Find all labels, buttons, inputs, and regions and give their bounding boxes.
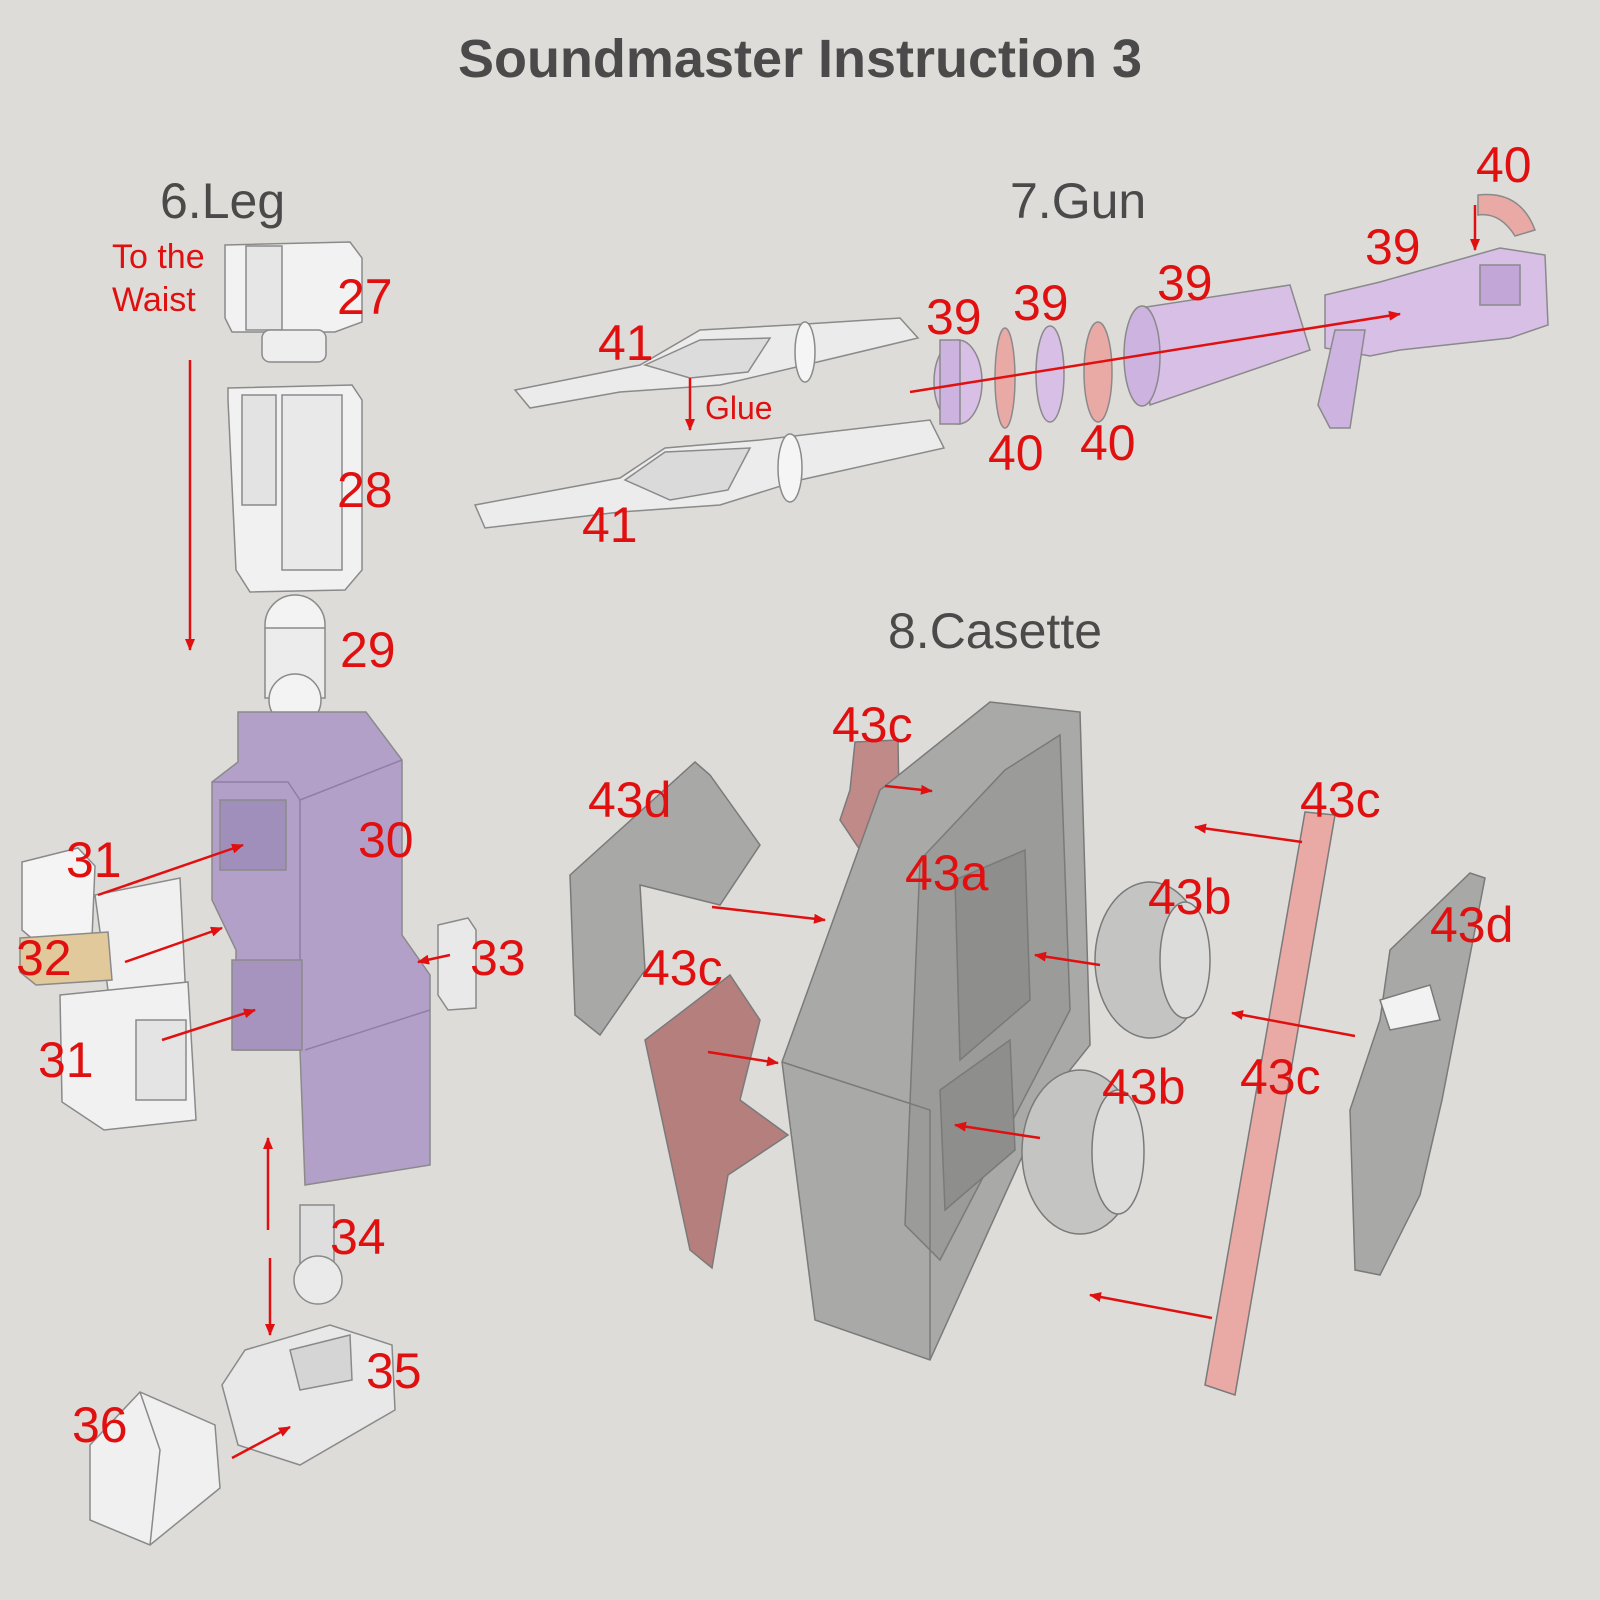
- label-part-36: 36: [72, 1397, 128, 1453]
- section-gun-heading: 7.Gun: [1010, 173, 1147, 229]
- part-43b-upper-shape: [1094, 881, 1211, 1039]
- label-part-40-ring-1: 40: [988, 425, 1044, 481]
- arrow-43c-right-bottom: [1089, 1292, 1213, 1320]
- note-glue: Glue: [705, 390, 773, 426]
- note-waist-line2: Waist: [112, 280, 196, 319]
- label-part-39-barrel: 39: [1157, 255, 1213, 311]
- arrow-43b-lower: [954, 1121, 1041, 1140]
- label-part-41-upper: 41: [598, 315, 654, 371]
- part-28-shape: [227, 384, 363, 593]
- arrow-43d-right: [1231, 1010, 1356, 1038]
- arrow-36: [231, 1425, 291, 1460]
- part-39-ring-2-shape: [1035, 325, 1065, 423]
- part-40-cap-shape: [1477, 193, 1536, 237]
- arrow-33: [417, 953, 451, 965]
- note-to-the-waist: To the Waist: [112, 236, 205, 321]
- part-30-shape: [211, 711, 431, 1186]
- label-part-29: 29: [340, 622, 396, 678]
- arrow-gun-assembly: [909, 310, 1401, 394]
- label-part-27: 27: [337, 269, 393, 325]
- part-33-shape: [437, 917, 477, 1011]
- label-part-30: 30: [358, 812, 414, 868]
- cassette-arrows: [707, 784, 1356, 1320]
- part-32-shape: [19, 931, 113, 986]
- part-41-lower-shape: [473, 419, 946, 529]
- label-part-43c-top: 43c: [832, 697, 913, 753]
- label-part-39-body: 39: [1365, 219, 1421, 275]
- label-part-28: 28: [337, 462, 393, 518]
- note-waist-line1: To the: [112, 238, 205, 276]
- label-part-43c-right-top: 43c: [1300, 772, 1381, 828]
- label-part-39-ring-1: 39: [926, 289, 982, 345]
- part-39-ring-1-shape: [933, 339, 983, 425]
- label-part-40-cap: 40: [1476, 137, 1532, 193]
- label-part-41-lower: 41: [582, 497, 638, 553]
- section-leg-heading: 6.Leg: [160, 173, 286, 229]
- label-part-31-upper: 31: [66, 832, 122, 888]
- part-35-shape: [221, 1324, 396, 1466]
- part-43b-lower-shape: [1021, 1069, 1145, 1235]
- section-cassette-heading: 8.Casette: [888, 603, 1103, 659]
- part-31-lower-shape: [59, 981, 197, 1131]
- part-43c-left-shape: [644, 973, 790, 1270]
- label-part-43c-right-bottom: 43c: [1240, 1049, 1321, 1105]
- arrow-43c-right-top: [1194, 823, 1303, 844]
- part-31-upper-shape: [21, 847, 187, 1006]
- part-41-upper-shape: [513, 317, 920, 409]
- part-36-shape: [89, 1391, 221, 1546]
- part-39-gun-body-shape: [1317, 247, 1549, 429]
- part-43d-left-shape: [569, 760, 761, 1037]
- arrow-43d-left: [711, 905, 826, 924]
- label-part-43d-left: 43d: [588, 772, 672, 828]
- gun-parts: [473, 193, 1549, 529]
- label-part-43b-lower: 43b: [1102, 1059, 1186, 1115]
- label-part-35: 35: [366, 1343, 422, 1399]
- part-34-shape: [293, 1204, 343, 1305]
- arrow-31-upper: [97, 843, 244, 897]
- label-part-39-ring-2: 39: [1013, 275, 1069, 331]
- label-part-40-ring-2: 40: [1080, 415, 1136, 471]
- arrow-43b-upper: [1034, 951, 1101, 967]
- arrow-43c-left: [707, 1050, 779, 1067]
- gun-arrows: [685, 205, 1480, 431]
- leg-arrows: [97, 360, 451, 1460]
- page-title: Soundmaster Instruction 3: [457, 29, 1143, 89]
- part-27-shape: [224, 241, 363, 363]
- cassette-parts: [569, 701, 1486, 1396]
- label-part-34: 34: [330, 1209, 386, 1265]
- label-part-43a: 43a: [905, 845, 989, 901]
- part-43d-right-shape: [1349, 872, 1486, 1276]
- part-43c-strip-shape: [1204, 811, 1336, 1396]
- label-part-43d-right: 43d: [1430, 897, 1514, 953]
- part-39-barrel-shape: [1123, 284, 1311, 407]
- label-part-31-lower: 31: [38, 1032, 94, 1088]
- part-40-ring-2-shape: [1083, 321, 1113, 423]
- label-part-43b-upper: 43b: [1148, 869, 1232, 925]
- part-43d-right-tab: [1379, 984, 1441, 1031]
- label-part-32: 32: [16, 930, 72, 986]
- leg-parts: [19, 241, 477, 1546]
- arrow-32: [124, 926, 223, 964]
- arrow-31-lower: [161, 1008, 256, 1042]
- part-43a-shape: [781, 701, 1091, 1361]
- arrow-43c-top: [884, 784, 933, 795]
- label-part-43c-left: 43c: [642, 940, 723, 996]
- part-29-shape: [264, 594, 326, 727]
- label-part-33: 33: [470, 930, 526, 986]
